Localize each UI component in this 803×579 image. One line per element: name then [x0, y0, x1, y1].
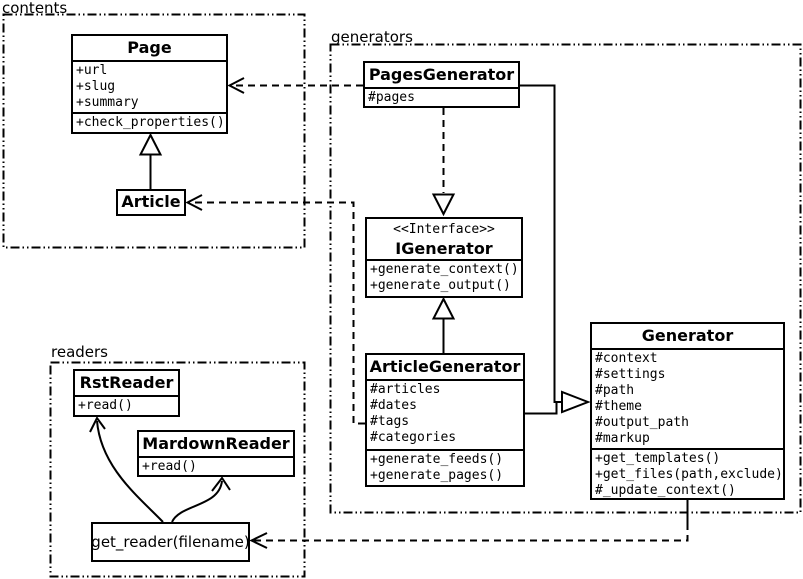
attribute: #settings — [595, 367, 666, 382]
dependency-line-generator-to-getreader — [253, 523, 689, 542]
attribute: #articles — [370, 382, 441, 397]
attributes-compartment: #context #settings #path #theme #output_… — [592, 348, 783, 448]
method: +generate_feeds() — [370, 452, 504, 467]
generators-package-frame — [329, 43, 802, 514]
methods-compartment: +generate_context() +generate_output() — [367, 259, 521, 296]
method: +check_properties() — [76, 115, 225, 130]
arrow-line-getreader-to-mardownreader — [171, 480, 223, 523]
class-box-mardownreader: MardownReader +read() — [137, 430, 295, 477]
package-label-generators: generators — [331, 28, 413, 46]
open-arrowhead-icon — [227, 77, 245, 94]
methods-compartment: +read() — [139, 456, 293, 475]
attributes-compartment: #pages — [365, 87, 518, 106]
class-box-pagesgenerator: PagesGenerator #pages — [363, 61, 520, 108]
class-box-rstreader: RstReader +read() — [73, 369, 180, 417]
dependency-line-articlegenerator-to-article — [188, 201, 365, 425]
hollow-triangle-icon — [561, 390, 591, 414]
methods-compartment: +read() — [75, 395, 178, 415]
arrow-line-getreader-to-rstreader — [96, 420, 164, 523]
attribute: #tags — [370, 414, 410, 429]
attribute: +url — [76, 63, 108, 78]
open-arrowhead-icon — [211, 476, 231, 492]
class-box-articlegenerator: ArticleGenerator #articles #dates #tags … — [365, 353, 525, 487]
class-title: RstReader — [79, 373, 174, 392]
method: +get_templates() — [595, 451, 721, 466]
generalization-line-articlegenerator-to-generator — [525, 403, 558, 415]
class-box-page: Page +url +slug +summary +check_properti… — [71, 34, 228, 134]
attribute: #output_path — [595, 415, 689, 430]
class-box-article: Article — [116, 189, 186, 216]
attributes-compartment: +url +slug +summary — [73, 60, 226, 112]
attribute: #pages — [368, 90, 415, 105]
class-title: Generator — [641, 326, 734, 345]
attribute: #path — [595, 383, 635, 398]
package-label-contents: contents — [2, 0, 68, 17]
class-title: IGenerator — [395, 239, 493, 258]
attribute: #context — [595, 351, 658, 366]
hollow-triangle-icon — [431, 296, 456, 320]
open-arrowhead-icon — [89, 416, 106, 433]
methods-compartment: +get_templates() +get_files(path,exclude… — [592, 448, 783, 498]
method: #_update_context() — [595, 483, 736, 498]
class-title: PagesGenerator — [368, 65, 515, 84]
attribute: #markup — [595, 431, 650, 446]
attributes-compartment: #articles #dates #tags #categories — [367, 379, 523, 449]
class-box-igenerator: <<Interface>> IGenerator +generate_conte… — [365, 217, 523, 298]
open-arrowhead-icon — [249, 532, 268, 549]
method: +get_files(path,exclude) — [595, 467, 783, 482]
class-title: Article — [121, 192, 181, 211]
contents-package-frame — [2, 13, 306, 249]
class-box-generator: Generator #context #settings #path #them… — [590, 322, 785, 500]
class-title: MardownReader — [142, 434, 290, 453]
class-title: Page — [127, 38, 172, 57]
open-arrowhead-icon — [185, 194, 203, 211]
stereotype-label: <<Interface>> — [393, 222, 495, 237]
attribute: #theme — [595, 399, 642, 414]
hollow-triangle-icon — [138, 132, 163, 156]
method: +generate_context() — [370, 262, 519, 277]
method: +read() — [142, 459, 197, 474]
hollow-triangle-icon — [431, 193, 456, 217]
attribute: +slug — [76, 79, 116, 94]
method: +generate_pages() — [370, 468, 504, 483]
function-box-get-reader: get_reader(filename) — [91, 522, 250, 562]
readers-package-frame — [49, 361, 306, 578]
attribute: #dates — [370, 398, 417, 413]
method: +read() — [78, 398, 133, 413]
class-title: ArticleGenerator — [369, 357, 521, 376]
package-label-readers: readers — [51, 343, 108, 361]
method: +generate_output() — [370, 278, 511, 293]
methods-compartment: +check_properties() — [73, 112, 226, 132]
attribute: +summary — [76, 95, 139, 110]
generalization-line-pagesgenerator-to-generator — [520, 84, 561, 403]
methods-compartment: +generate_feeds() +generate_pages() — [367, 449, 523, 485]
function-label: get_reader(filename) — [91, 533, 250, 551]
attribute: #categories — [370, 430, 457, 445]
